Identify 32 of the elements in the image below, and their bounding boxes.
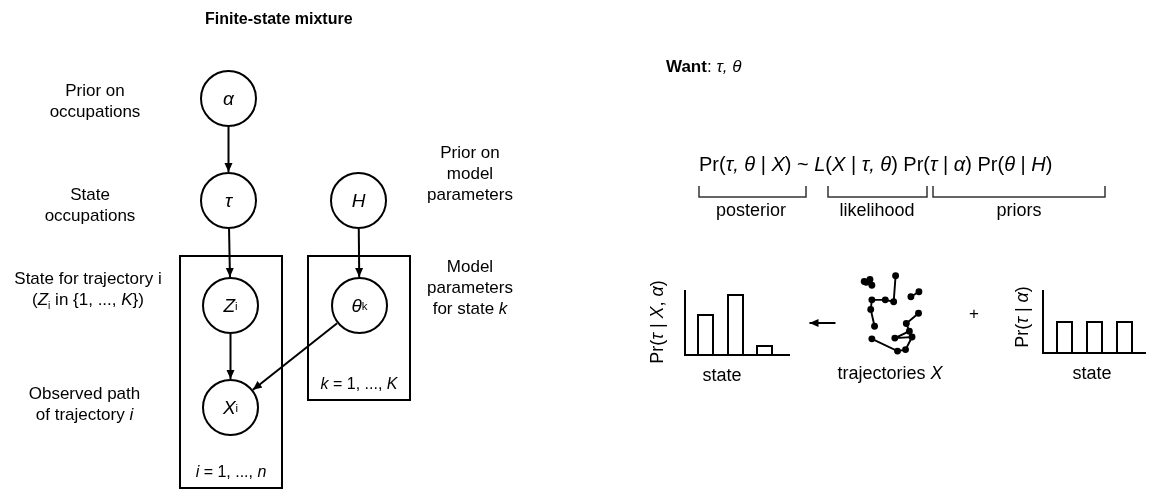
arrow xyxy=(224,126,233,173)
plus-sign: + xyxy=(969,304,979,324)
plate-label: i = 1, ..., n xyxy=(194,463,268,481)
bar-chart xyxy=(684,290,790,356)
bracket-label: likelihood xyxy=(839,200,915,221)
bracket-label: posterior xyxy=(716,200,786,221)
node-caption: Model parameters for state k xyxy=(426,256,514,319)
variable-circle: α xyxy=(200,70,257,127)
axis-label: state xyxy=(1072,363,1112,384)
node-caption: State occupations xyxy=(43,184,137,226)
diagram-title: Finite-state mixture xyxy=(205,10,353,28)
plate-label: k = 1, ..., K xyxy=(319,375,399,393)
node-caption: State for trajectory i (Z$_{i}$ in {1, ..., K}) xyxy=(13,268,163,314)
bracket-label: priors xyxy=(996,200,1042,221)
equation-text: Pr(τ, θ | X) ~ L(X | τ, θ) Pr(τ | α) Pr(θ | H) xyxy=(699,153,1053,176)
axis-label: Pr(τ | X, α) xyxy=(646,280,668,364)
node-caption: Observed path of trajectory i xyxy=(27,383,142,425)
arrow xyxy=(251,322,339,391)
axis-label: state xyxy=(701,365,743,386)
variable-circle: τ xyxy=(200,172,257,229)
arrow xyxy=(808,319,837,327)
plate-box xyxy=(307,255,411,401)
arrow xyxy=(355,228,364,278)
arrow xyxy=(225,228,234,278)
node-caption: Prior on occupations xyxy=(48,80,142,122)
plate-box xyxy=(179,255,283,489)
equation-text: Want: τ, θ xyxy=(666,57,742,77)
variable-circle: H xyxy=(330,172,387,229)
axis-label: Pr(τ | α) xyxy=(1011,286,1033,348)
arrow xyxy=(226,333,235,380)
node-caption: trajectories X xyxy=(836,363,944,384)
node-caption: Prior on model parameters xyxy=(426,142,514,205)
